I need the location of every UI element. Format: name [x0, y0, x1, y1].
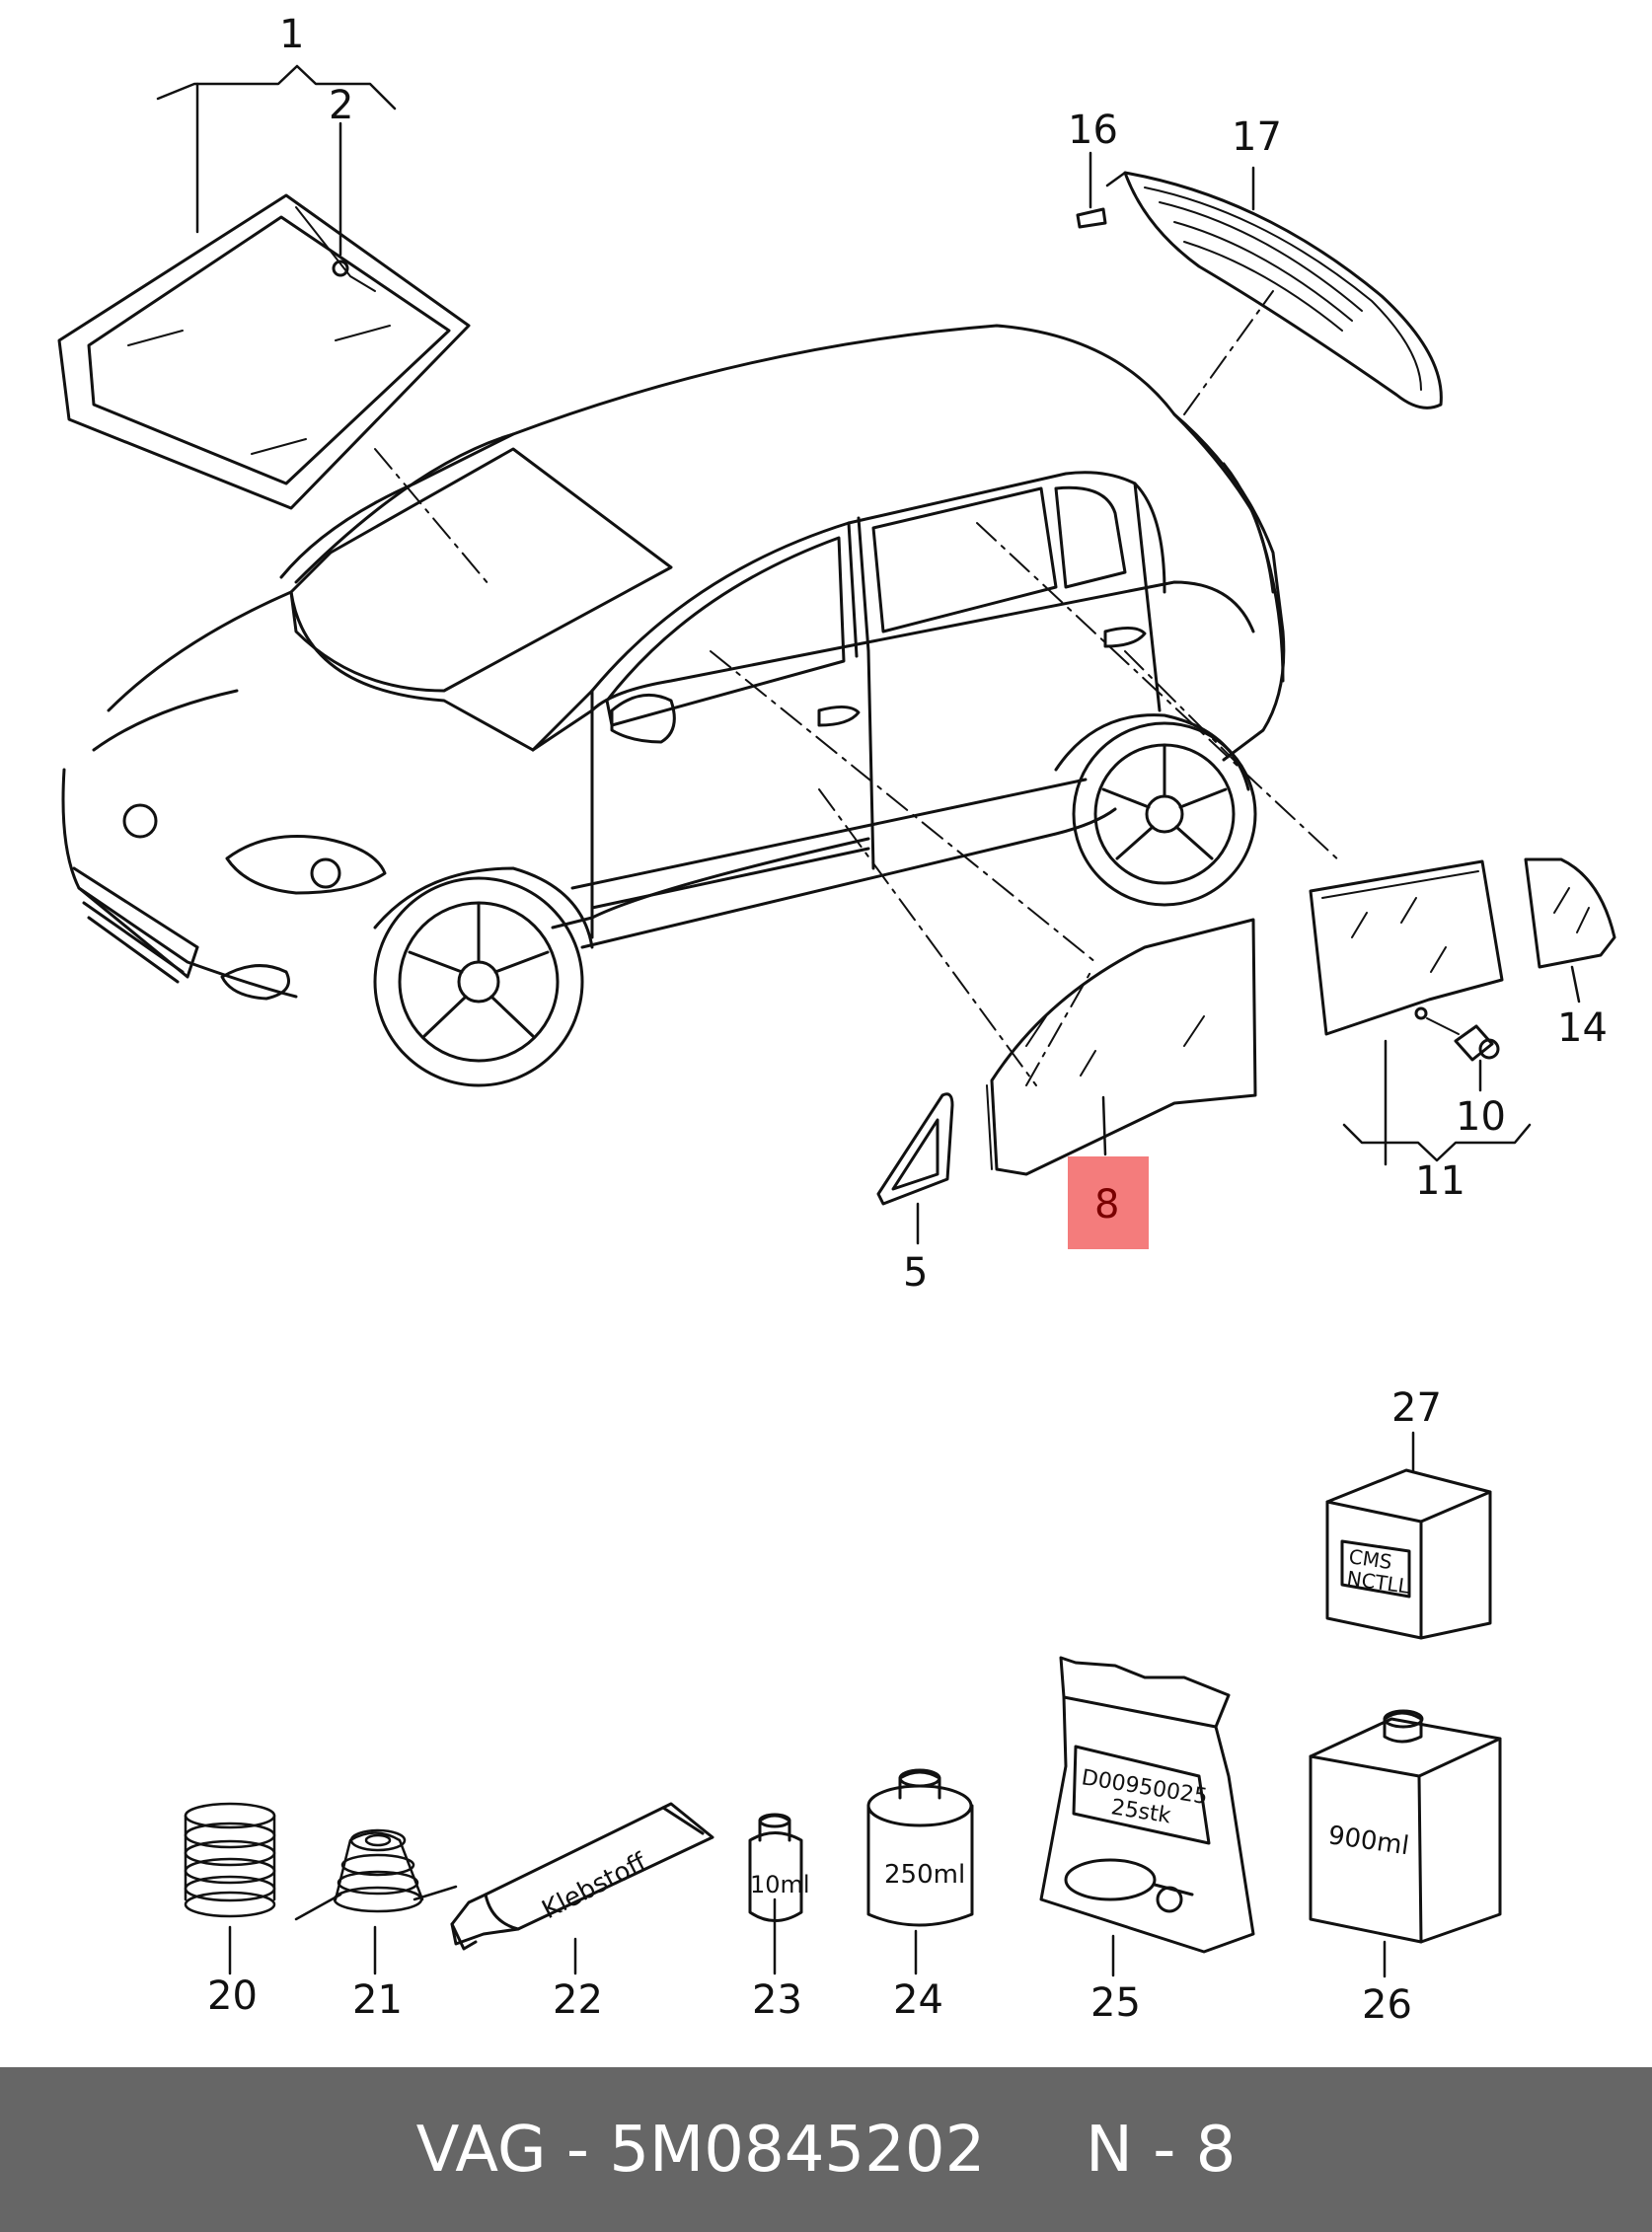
- car-windshield: [289, 447, 673, 693]
- part-tube: [450, 1802, 714, 1951]
- part-cone: [294, 1828, 458, 1921]
- callout-8[interactable]: 8: [1094, 1182, 1119, 1228]
- part-box: [1325, 1468, 1492, 1640]
- tube-label: Klebstoff: [538, 1847, 652, 1925]
- part-front-door-window: [986, 918, 1257, 1176]
- car-front-side-window: [605, 536, 846, 727]
- part-bag: [1039, 1656, 1255, 1954]
- callout-11[interactable]: 11: [1415, 1158, 1465, 1204]
- callout-22[interactable]: 22: [553, 1977, 603, 2023]
- callout-21[interactable]: 21: [352, 1977, 403, 2023]
- highlight-box: [1068, 1156, 1149, 1249]
- car-rear-wheel: [1054, 713, 1257, 907]
- callout-14[interactable]: 14: [1557, 1005, 1608, 1051]
- callout-17[interactable]: 17: [1232, 114, 1282, 160]
- footer-position-prefix: N: [1086, 2113, 1133, 2187]
- part-rear-door-window: [1309, 859, 1504, 1036]
- parts-diagram: 1 2 16 17 14 10 11 5 8 27 20 21 22 23 24…: [57, 12, 1616, 2028]
- car-illustration: [61, 324, 1286, 1087]
- callout-1[interactable]: 1: [279, 12, 304, 57]
- part-coil: [184, 1802, 276, 1918]
- part-fastener: [1426, 1017, 1500, 1062]
- callout-23[interactable]: 23: [752, 1977, 802, 2023]
- part-rear-quarter-window: [1524, 857, 1616, 969]
- callout-16[interactable]: 16: [1068, 108, 1118, 153]
- part-can: [866, 1768, 974, 1927]
- big-bottle-label: 900ml: [1326, 1821, 1411, 1861]
- part-big-bottle: [1309, 1709, 1502, 1944]
- part-number-footer: VAG - 5M0845202 N - 8: [0, 2067, 1652, 2232]
- footer-separator: -: [546, 2113, 610, 2187]
- footer-part-number[interactable]: 5M0845202: [609, 2113, 986, 2187]
- part-clip: [1076, 207, 1107, 229]
- part-rear-window: [1123, 171, 1443, 409]
- footer-position-number: 8: [1195, 2113, 1237, 2187]
- part-front-quarter-window: [876, 1092, 954, 1206]
- part-windshield: [57, 193, 471, 510]
- callout-25[interactable]: 25: [1090, 1980, 1141, 2026]
- footer-separator-2: -: [1132, 2113, 1196, 2187]
- car-rear-side-window: [871, 486, 1058, 633]
- callout-20[interactable]: 20: [207, 1973, 258, 2019]
- callout-5[interactable]: 5: [903, 1250, 928, 1296]
- callout-2[interactable]: 2: [329, 83, 353, 128]
- car-headlight: [225, 835, 387, 895]
- car-side-mirror: [610, 693, 676, 744]
- footer-gap: [985, 2114, 1086, 2187]
- box-label-line2: NCTLL: [1345, 1566, 1411, 1599]
- car-front-wheel: [373, 866, 594, 1087]
- callout-10[interactable]: 10: [1456, 1094, 1506, 1140]
- part-small-bottle: [748, 1813, 803, 1922]
- callout-24[interactable]: 24: [893, 1977, 943, 2023]
- callout-26[interactable]: 26: [1362, 1982, 1412, 2028]
- car-front-badge: [122, 803, 158, 839]
- small-bottle-label: 10ml: [750, 1871, 810, 1898]
- callout-27[interactable]: 27: [1391, 1385, 1442, 1431]
- footer-brand: VAG: [415, 2113, 547, 2187]
- can-label: 250ml: [884, 1860, 965, 1890]
